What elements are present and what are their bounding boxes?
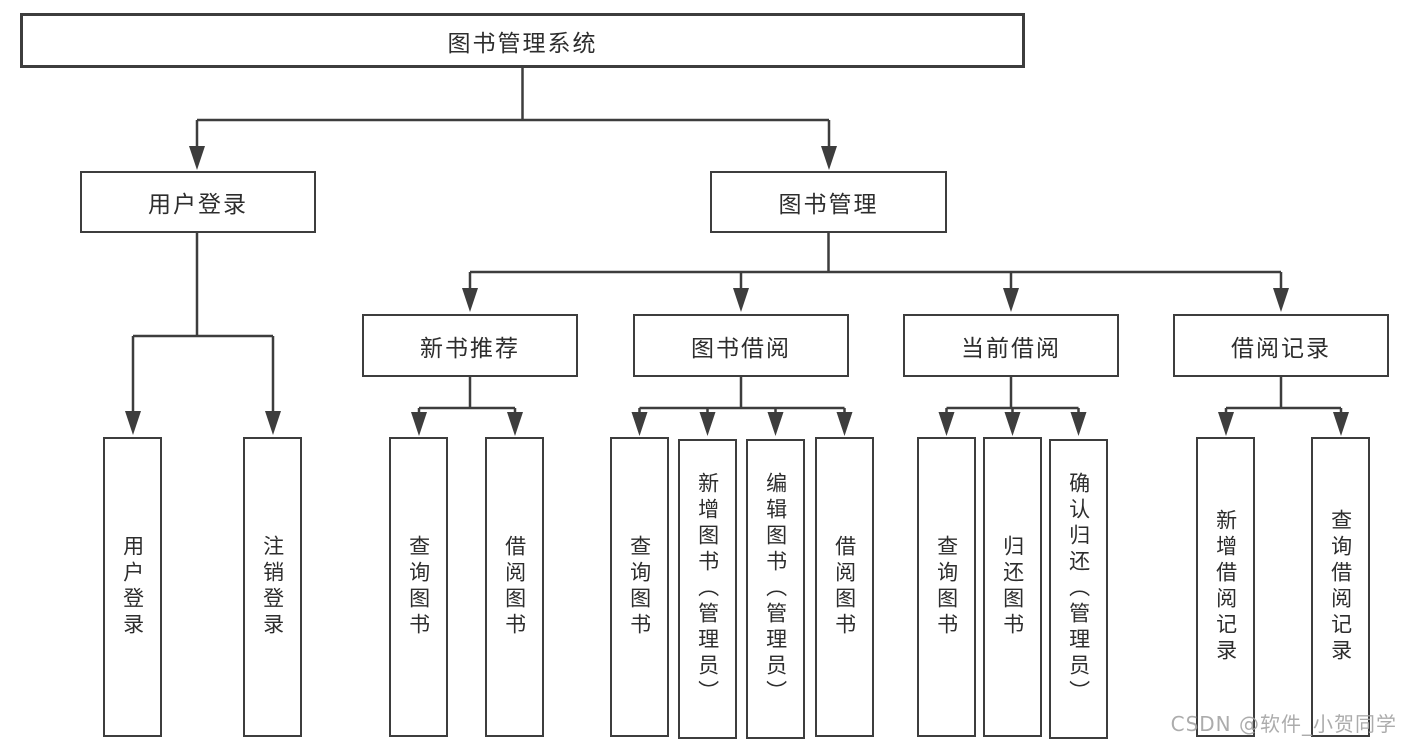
leaf-record-query: 查询借阅记录 xyxy=(1311,437,1370,737)
node-root-system: 图书管理系统 xyxy=(20,13,1025,68)
connector-currentborrow-arrowheads xyxy=(938,412,1087,436)
arrowhead-icon xyxy=(125,411,141,435)
leaf-record-add: 新增借阅记录 xyxy=(1196,437,1255,737)
connector-borrowrecord-arrowheads xyxy=(1218,412,1349,436)
arrowhead-icon xyxy=(938,412,955,436)
connector-user-arrowheads xyxy=(125,411,281,435)
arrowhead-icon xyxy=(733,288,749,312)
connector-level3-arrowheads xyxy=(462,288,1289,312)
arrowhead-icon xyxy=(821,146,837,170)
connector-line xyxy=(468,233,1283,298)
arrowhead-icon xyxy=(699,412,716,436)
connector-line xyxy=(638,377,846,422)
csdn-watermark: CSDN @软件_小贺同学 xyxy=(1170,712,1397,736)
node-borrow-record: 借阅记录 xyxy=(1173,314,1389,377)
connector-line xyxy=(417,377,517,422)
arrowhead-icon xyxy=(1004,412,1021,436)
node-current-borrow: 当前借阅 xyxy=(903,314,1119,377)
arrowhead-icon xyxy=(631,412,648,436)
arrowhead-icon xyxy=(411,412,427,436)
leaf-borrow-edit-admin: 编辑图书（管理员） xyxy=(746,439,805,739)
connector-root-arrowheads xyxy=(189,146,837,170)
connector-newbook-children xyxy=(417,377,517,422)
leaf-borrow-borrow: 借阅图书 xyxy=(815,437,874,737)
node-user-login: 用户登录 xyxy=(80,171,316,233)
arrowhead-icon xyxy=(265,411,281,435)
node-new-book: 新书推荐 xyxy=(362,314,578,377)
leaf-user-logout: 注销登录 xyxy=(243,437,302,737)
connector-user-login-children xyxy=(131,233,275,421)
arrowhead-icon xyxy=(1003,288,1019,312)
node-book-borrow: 图书借阅 xyxy=(633,314,849,377)
arrowhead-icon xyxy=(836,412,853,436)
node-book-mgmt: 图书管理 xyxy=(710,171,947,233)
arrowhead-icon xyxy=(767,412,784,436)
connector-line xyxy=(1224,377,1343,422)
arrowhead-icon xyxy=(189,146,205,170)
leaf-current-return: 归还图书 xyxy=(983,437,1042,737)
connector-bookborrow-arrowheads xyxy=(631,412,853,436)
leaf-current-confirm-admin: 确认归还（管理员） xyxy=(1049,439,1108,739)
leaf-user-login: 用户登录 xyxy=(103,437,162,737)
leaf-newbook-borrow: 借阅图书 xyxy=(485,437,544,737)
leaf-borrow-query: 查询图书 xyxy=(610,437,669,737)
arrowhead-icon xyxy=(507,412,523,436)
arrowhead-icon xyxy=(1218,412,1234,436)
arrowhead-icon xyxy=(1273,288,1289,312)
connector-newbook-arrowheads xyxy=(411,412,523,436)
connector-bookborrow-children xyxy=(638,377,846,422)
leaf-current-query: 查询图书 xyxy=(917,437,976,737)
connector-line xyxy=(131,233,275,421)
connector-root-to-level2 xyxy=(195,68,831,156)
connector-bookmgmt-to-level3 xyxy=(468,233,1283,298)
leaf-newbook-query: 查询图书 xyxy=(389,437,448,737)
connector-borrowrecord-children xyxy=(1224,377,1343,422)
arrowhead-icon xyxy=(1333,412,1349,436)
connector-line xyxy=(195,68,831,156)
arrowhead-icon xyxy=(1070,412,1087,436)
leaf-borrow-add-admin: 新增图书（管理员） xyxy=(678,439,737,739)
arrowhead-icon xyxy=(462,288,478,312)
